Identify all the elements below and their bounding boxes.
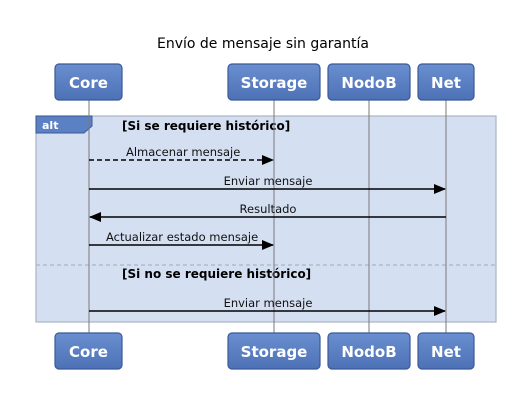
actor-label: NodoB <box>341 343 396 361</box>
actor-label: Core <box>69 343 108 361</box>
diagram-title: Envío de mensaje sin garantía <box>157 36 369 52</box>
actor-label: Storage <box>241 343 308 361</box>
message-2: Enviar mensaje <box>89 174 446 194</box>
message-label-5: Enviar mensaje <box>224 296 313 310</box>
actor-storage-bottom: Storage <box>227 332 321 370</box>
fragment-operator-label: alt <box>42 119 58 132</box>
message-label-2: Enviar mensaje <box>224 174 313 188</box>
actor-storage-top: Storage <box>227 63 321 101</box>
guard-label-2: [Si no se requiere histórico] <box>122 267 311 281</box>
message-4: Actualizar estado mensaje <box>89 230 274 250</box>
alt-fragment <box>35 115 497 323</box>
actor-core-top: Core <box>54 63 123 101</box>
message-label-4: Actualizar estado mensaje <box>106 230 258 244</box>
actor-net-top: Net <box>417 63 475 101</box>
fragment-operator-tab <box>35 115 93 134</box>
actor-net-bottom: Net <box>417 332 475 370</box>
actor-label: NodoB <box>341 74 396 92</box>
message-5: Enviar mensaje <box>89 296 446 316</box>
message-3: Resultado <box>89 202 446 222</box>
actor-label: Net <box>431 74 461 92</box>
actor-label: Storage <box>241 74 308 92</box>
actor-nodob-bottom: NodoB <box>327 332 411 370</box>
actor-core-bottom: Core <box>54 332 123 370</box>
actor-label: Net <box>431 343 461 361</box>
actor-nodob-top: NodoB <box>327 63 411 101</box>
guard-label-1: [Si se requiere histórico] <box>122 119 290 133</box>
message-1: Almacenar mensaje <box>89 145 274 165</box>
actor-label: Core <box>69 74 108 92</box>
message-label-3: Resultado <box>240 202 297 216</box>
message-label-1: Almacenar mensaje <box>126 145 240 159</box>
